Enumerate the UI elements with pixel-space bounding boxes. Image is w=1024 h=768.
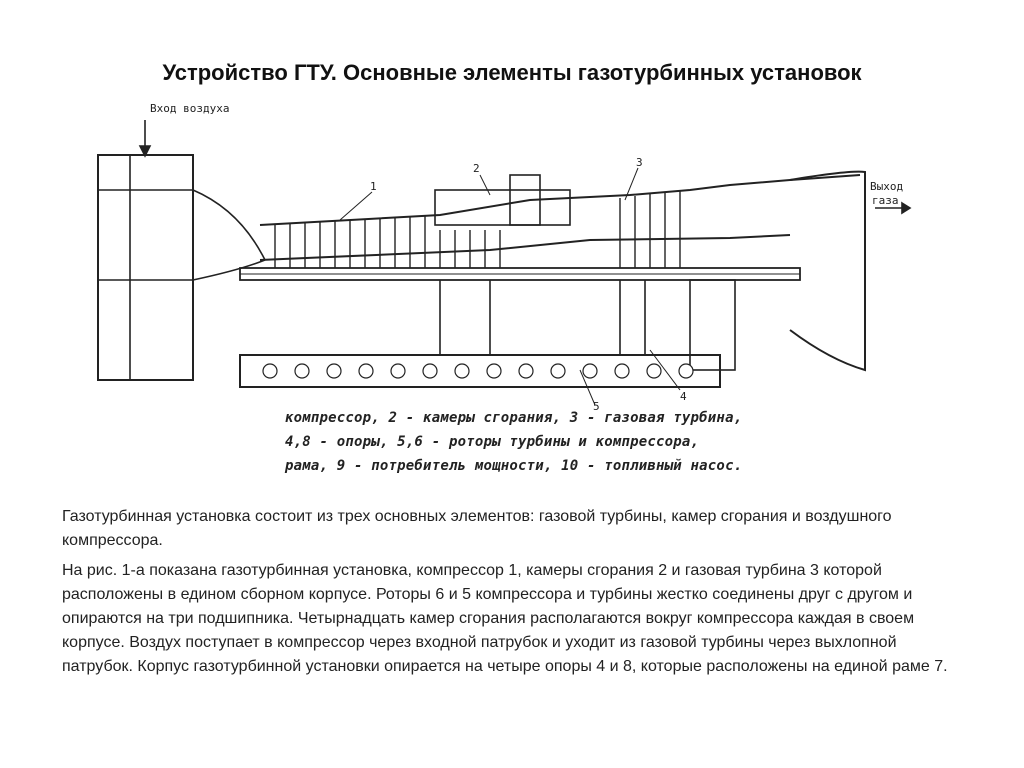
turbine-blades [619, 190, 681, 268]
outlet-label-line1: Выход [870, 180, 904, 193]
figure-caption-line-3: рама, 9 - потребитель мощности, 10 - топ… [285, 458, 743, 474]
body-text: Газотурбинная установка состоит из трех … [62, 505, 967, 685]
callout-5: 5 [593, 400, 600, 413]
callout-4: 4 [680, 390, 687, 403]
frame-bolts [262, 363, 694, 379]
inlet-label: Вход воздуха [150, 102, 230, 115]
compressor-blades [274, 215, 501, 268]
paragraph-intro: Газотурбинная установка состоит из трех … [62, 508, 892, 549]
slide-title: Устройство ГТУ. Основные элементы газоту… [162, 60, 862, 85]
callout-3: 3 [636, 156, 643, 169]
figure-caption-line-2: 4,8 - опоры, 5,6 - роторы турбины и комп… [285, 434, 700, 450]
outlet-label-line2: газа [872, 194, 899, 207]
gas-turbine-drawing: Вход воздуха Выход газа 1 2 3 4 5 компре… [90, 100, 920, 485]
callout-2: 2 [473, 162, 480, 175]
paragraph-description: На рис. 1-а показана газотурбинная устан… [62, 562, 948, 675]
leader-lines [339, 167, 681, 406]
outlet-arrow [875, 201, 912, 215]
figure-caption-line-1: компрессор, 2 - камеры сгорания, 3 - газ… [285, 410, 743, 426]
callout-1: 1 [370, 180, 377, 193]
turbine-cross-section [97, 120, 912, 406]
